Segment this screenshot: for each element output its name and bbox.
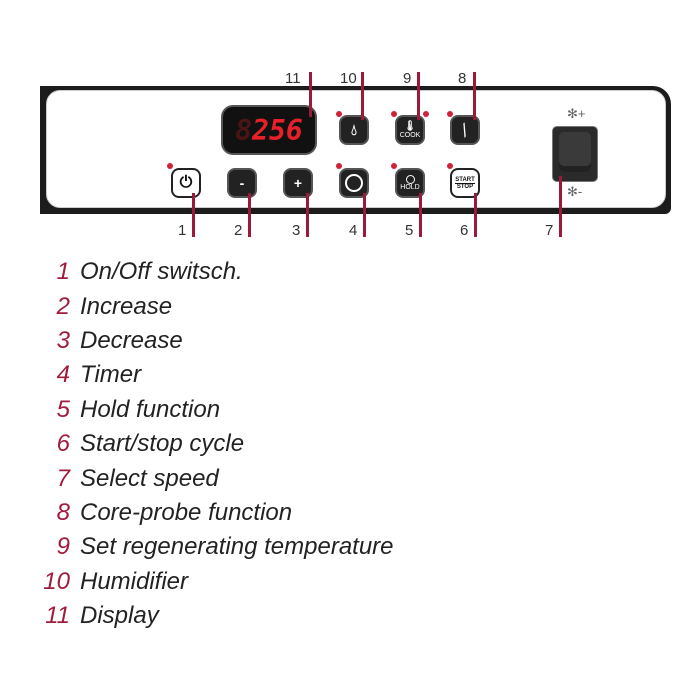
legend-item: 4 Timer bbox=[30, 358, 394, 392]
led-start-stop bbox=[447, 163, 453, 169]
legend-number: 2 bbox=[56, 292, 70, 320]
humidifier-button[interactable]: 💧︎ bbox=[341, 117, 367, 143]
callout-line-7 bbox=[559, 176, 562, 237]
display-value: 256 bbox=[252, 113, 303, 147]
legend-item: 2 Increase bbox=[30, 289, 394, 323]
callout-2: 2 bbox=[234, 222, 243, 239]
power-button[interactable]: ⏻ bbox=[173, 170, 199, 196]
callout-line-6 bbox=[474, 193, 477, 237]
droplet-icon: 💧︎ bbox=[350, 121, 357, 139]
legend-number: 9 bbox=[56, 533, 70, 561]
stop-label: STOP bbox=[456, 183, 474, 190]
callout-line-5 bbox=[419, 193, 422, 237]
callout-line-10 bbox=[361, 72, 364, 120]
led-cook-right bbox=[423, 111, 429, 117]
power-icon: ⏻ bbox=[179, 174, 193, 191]
start-label: START bbox=[455, 176, 475, 184]
callout-6: 6 bbox=[460, 222, 469, 239]
timer-button[interactable] bbox=[341, 170, 367, 196]
led-probe bbox=[447, 111, 453, 117]
legend-text: Hold function bbox=[80, 395, 221, 423]
legend-number: 6 bbox=[56, 430, 70, 458]
display-ghost-digit: 8 bbox=[235, 113, 253, 147]
led-power bbox=[167, 163, 173, 169]
callout-3: 3 bbox=[292, 222, 301, 239]
legend-item: 5 Hold function bbox=[30, 393, 394, 427]
callout-5: 5 bbox=[405, 222, 414, 239]
legend-item: 6 Start/stop cycle bbox=[30, 427, 394, 461]
cook-label: COOK bbox=[399, 131, 421, 139]
callout-line-11 bbox=[309, 72, 312, 117]
callout-7: 7 bbox=[545, 222, 554, 239]
callout-line-9 bbox=[417, 72, 420, 120]
legend-text: Core-probe function bbox=[80, 498, 293, 526]
legend-text: Display bbox=[80, 602, 159, 630]
fan-high-icon: ✻+ bbox=[567, 106, 586, 121]
legend-text: Timer bbox=[80, 361, 142, 389]
plus-button[interactable]: + bbox=[285, 170, 311, 196]
callout-line-4 bbox=[363, 193, 366, 237]
callout-line-8 bbox=[473, 72, 476, 120]
legend-item: 11 Display bbox=[30, 599, 394, 633]
callout-4: 4 bbox=[349, 222, 358, 239]
led-hold bbox=[391, 163, 397, 169]
legend-number: 8 bbox=[56, 498, 70, 526]
legend-item: 9 Set regenerating temperature bbox=[30, 530, 394, 564]
callout-11: 11 bbox=[285, 70, 301, 87]
fan-plus: + bbox=[577, 106, 586, 121]
callout-1: 1 bbox=[178, 222, 187, 239]
legend-text: Increase bbox=[80, 292, 173, 320]
thermometer-icon: 🌡︎ bbox=[403, 120, 417, 132]
legend-number: 11 bbox=[45, 602, 70, 630]
cook-temperature-button[interactable]: 🌡︎COOK bbox=[397, 117, 423, 143]
fan-minus: - bbox=[577, 184, 583, 199]
legend-number: 10 bbox=[43, 567, 70, 595]
hold-button[interactable]: HOLD bbox=[397, 170, 423, 196]
callout-8: 8 bbox=[458, 70, 467, 87]
minus-label: - bbox=[239, 175, 245, 191]
led-humidifier bbox=[336, 111, 342, 117]
legend-text: Decrease bbox=[80, 326, 183, 354]
plus-label: + bbox=[293, 175, 303, 191]
legend-number: 3 bbox=[56, 326, 70, 354]
legend-item: 10 Humidifier bbox=[30, 565, 394, 599]
legend-item: 7 Select speed bbox=[30, 461, 394, 495]
legend: 1 On/Off switsch. 2 Increase 3 Decrease 4 Ti… bbox=[30, 255, 394, 633]
legend-text: Set regenerating temperature bbox=[80, 533, 394, 561]
legend-number: 5 bbox=[56, 395, 70, 423]
legend-item: 3 Decrease bbox=[30, 324, 394, 358]
core-probe-button[interactable]: ⟋ bbox=[452, 117, 478, 143]
callout-line-1 bbox=[192, 193, 195, 237]
legend-item: 8 Core-probe function bbox=[30, 496, 394, 530]
callout-line-3 bbox=[306, 193, 309, 237]
callout-line-2 bbox=[248, 193, 251, 237]
legend-number: 4 bbox=[56, 361, 70, 389]
legend-text: On/Off switsch. bbox=[80, 258, 243, 286]
probe-icon: ⟋ bbox=[455, 120, 474, 139]
speed-rocker[interactable] bbox=[559, 132, 591, 172]
legend-text: Humidifier bbox=[80, 567, 189, 595]
led-cook-left bbox=[391, 111, 397, 117]
hold-label: HOLD bbox=[400, 184, 420, 191]
legend-item: 1 On/Off switsch. bbox=[30, 255, 394, 289]
legend-text: Select speed bbox=[80, 464, 219, 492]
callout-9: 9 bbox=[403, 70, 412, 87]
legend-text: Start/stop cycle bbox=[80, 430, 245, 458]
clock-icon bbox=[345, 174, 363, 192]
callout-10: 10 bbox=[340, 70, 357, 87]
legend-number: 7 bbox=[56, 464, 70, 492]
legend-number: 1 bbox=[56, 258, 70, 286]
minus-button[interactable]: - bbox=[229, 170, 255, 196]
fan-low-icon: ✻- bbox=[567, 184, 583, 199]
clock-icon bbox=[405, 175, 415, 184]
led-timer bbox=[336, 163, 342, 169]
